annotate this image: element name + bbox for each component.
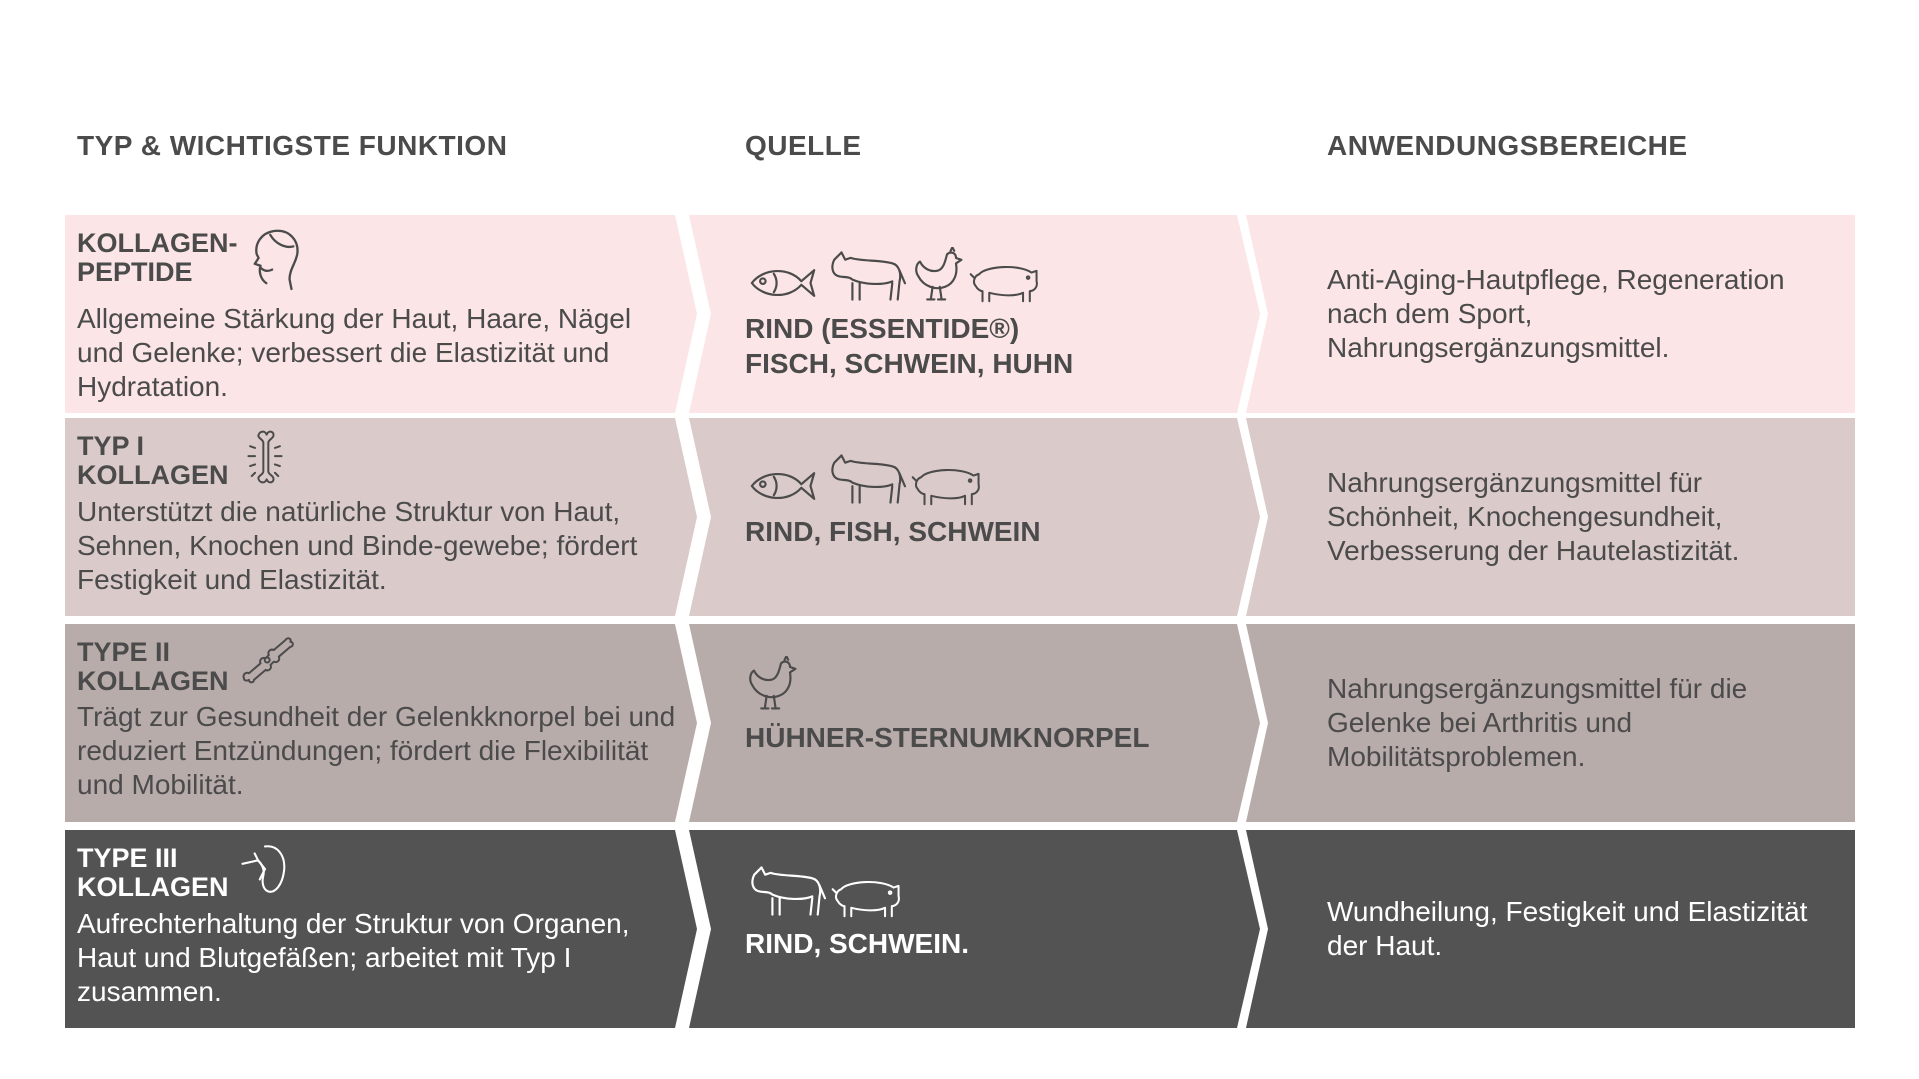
- applications-text: Nahrungsergänzungsmittel für die Gelenke…: [1327, 673, 1748, 772]
- source-cell: RIND (ESSENTIDE®) FISCH, SCHWEIN, HUHN: [745, 239, 1245, 381]
- source-icons: [745, 854, 1245, 920]
- type-title-line2: KOLLAGEN: [77, 460, 229, 490]
- type-title: KOLLAGEN-PEPTIDE: [77, 229, 677, 298]
- fish-icon: [745, 464, 825, 508]
- pig-icon: [969, 257, 1049, 305]
- source-label-line1: RIND, SCHWEIN.: [745, 928, 969, 959]
- header-type-function: TYP & WICHTIGSTE FUNKTION: [77, 130, 508, 161]
- chicken-icon: [745, 656, 803, 714]
- source-icons: [745, 442, 1245, 508]
- source-icons: [745, 648, 1245, 714]
- chicken-icon: [911, 247, 969, 305]
- row-chevron-background: [65, 830, 1855, 1028]
- chevron-cell: [65, 830, 697, 1028]
- source-icons: [745, 239, 1245, 305]
- applications-cell: Nahrungsergänzungsmittel für Schönheit, …: [1327, 418, 1827, 616]
- source-label-line2: FISCH, SCHWEIN, HUHN: [745, 348, 1074, 379]
- cow-icon: [825, 450, 911, 508]
- type-title-line2: KOLLAGEN: [77, 666, 229, 696]
- chevron-cell: [689, 624, 1260, 822]
- type-title-line2: KOLLAGEN: [77, 872, 229, 902]
- type-title-line1: TYP I: [77, 431, 145, 461]
- source-cell: RIND, SCHWEIN.: [745, 854, 1245, 961]
- chevron-cell: [1246, 624, 1855, 822]
- bone-icon: [239, 428, 291, 491]
- type-description: Aufrechterhaltung der Struktur von Organ…: [77, 908, 630, 1007]
- type-description: Unterstützt die natürliche Struktur von …: [77, 496, 638, 595]
- type-title-line1: TYPE II: [77, 637, 171, 667]
- chevron-cell: [689, 830, 1260, 1028]
- chevron-cell: [65, 215, 697, 413]
- chevron-cell: [1246, 418, 1855, 616]
- applications-text: Wundheilung, Festigkeit und Elastizität …: [1327, 896, 1808, 961]
- source-cell: RIND, FISH, SCHWEIN: [745, 442, 1245, 549]
- type-title-line2: PEPTIDE: [77, 257, 193, 287]
- header-applications: ANWENDUNGSBEREICHE: [1327, 130, 1688, 161]
- pig-icon: [911, 460, 991, 508]
- face-icon: [247, 225, 305, 298]
- cow-icon: [825, 247, 911, 305]
- chevron-cell: [65, 624, 697, 822]
- type-title-line1: KOLLAGEN-: [77, 228, 238, 258]
- chevron-cell: [1246, 215, 1855, 413]
- cow-icon: [745, 862, 831, 920]
- type-function-cell: KOLLAGEN-PEPTIDE Allgemeine Stärkung der…: [77, 229, 677, 404]
- applications-cell: Anti-Aging-Hautpflege, Regeneration nach…: [1327, 215, 1827, 413]
- source-label-line1: HÜHNER-STERNUMKNORPEL: [745, 722, 1150, 753]
- source-label-line1: RIND, FISH, SCHWEIN: [745, 516, 1041, 547]
- header-source: QUELLE: [745, 130, 862, 161]
- chevron-cell: [65, 418, 697, 616]
- applications-text: Anti-Aging-Hautpflege, Regeneration nach…: [1327, 264, 1785, 363]
- pig-icon: [831, 872, 911, 920]
- chevron-cell: [1246, 830, 1855, 1028]
- table-row: KOLLAGEN-PEPTIDE Allgemeine Stärkung der…: [65, 215, 1855, 413]
- row-chevron-background: [65, 624, 1855, 822]
- applications-text: Nahrungsergänzungsmittel für Schönheit, …: [1327, 467, 1740, 566]
- applications-cell: Wundheilung, Festigkeit und Elastizität …: [1327, 830, 1827, 1028]
- joint-icon: [239, 634, 297, 691]
- organ-icon: [239, 840, 291, 903]
- source-cell: HÜHNER-STERNUMKNORPEL: [745, 648, 1245, 755]
- source-label-line1: RIND (ESSENTIDE®): [745, 313, 1020, 344]
- type-title-line1: TYPE III: [77, 843, 178, 873]
- applications-cell: Nahrungsergänzungsmittel für die Gelenke…: [1327, 624, 1827, 822]
- type-description: Allgemeine Stärkung der Haut, Haare, Näg…: [77, 303, 632, 402]
- fish-icon: [745, 261, 825, 305]
- type-description: Trägt zur Gesundheit der Gelenkknorpel b…: [77, 701, 676, 800]
